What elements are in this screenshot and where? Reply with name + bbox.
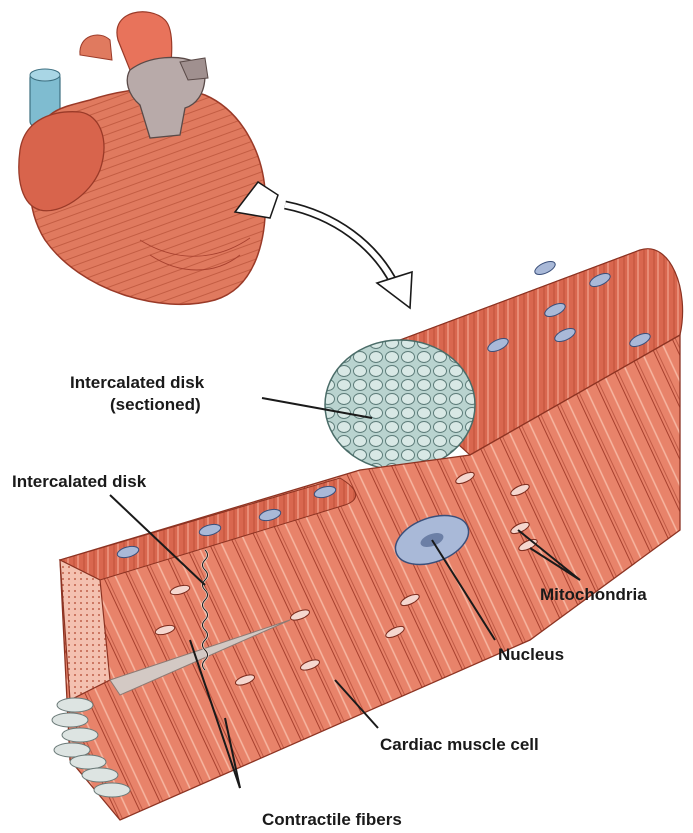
label-cardiac-muscle-cell: Cardiac muscle cell <box>380 735 539 754</box>
zoom-arrow <box>285 205 412 308</box>
label-intercalated-disk-sectioned-2: (sectioned) <box>110 395 201 414</box>
label-intercalated-disk-sectioned-1: Intercalated disk <box>70 373 205 392</box>
heart-illustration <box>19 12 278 305</box>
label-nucleus: Nucleus <box>498 645 564 664</box>
label-intercalated-disk: Intercalated disk <box>12 472 147 491</box>
label-contractile-fibers: Contractile fibers <box>262 810 402 829</box>
label-mitochondria: Mitochondria <box>540 585 647 604</box>
